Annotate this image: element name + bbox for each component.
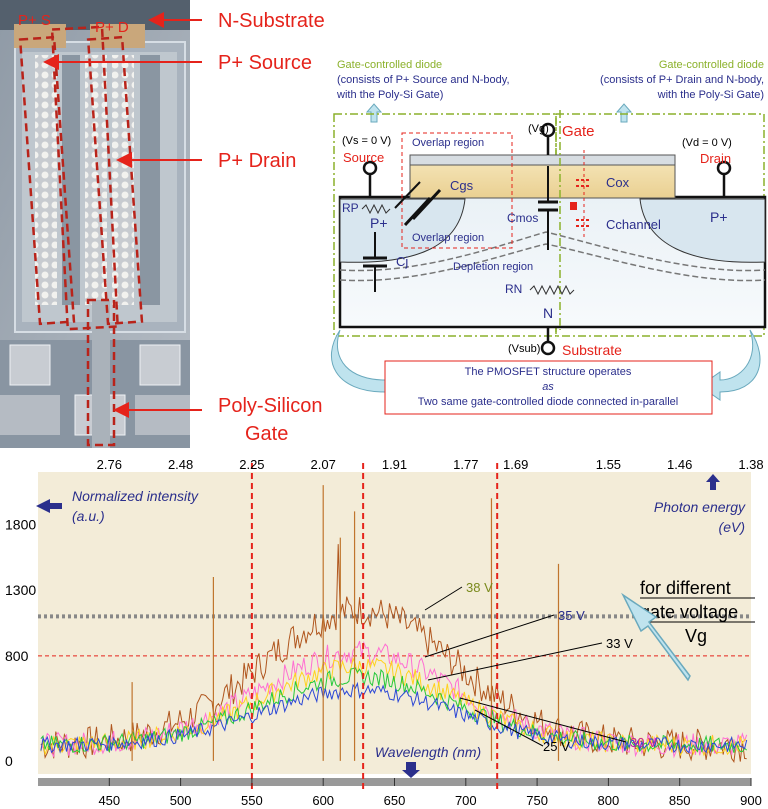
series-line-30v bbox=[40, 667, 748, 754]
n-substrate-label: N-Substrate bbox=[218, 10, 325, 32]
gcd-left-title: Gate-controlled diode bbox=[337, 59, 442, 71]
ytick-label: 800 bbox=[5, 648, 29, 664]
toptick-label: 1.77 bbox=[453, 457, 478, 472]
left-arrow-icon bbox=[36, 499, 62, 513]
pmosfet-diagram: Gate-controlled diode (consists of P+ So… bbox=[330, 50, 768, 420]
vsub-label: (Vsub) bbox=[508, 343, 540, 355]
pd-label: P+ D bbox=[95, 19, 129, 36]
overlap-top: Overlap region bbox=[412, 137, 484, 149]
xtick-label: 450 bbox=[98, 793, 120, 808]
gate-label-photo: Gate bbox=[245, 423, 288, 445]
xtick-label: 600 bbox=[312, 793, 334, 808]
xtick-label: 900 bbox=[740, 793, 762, 808]
gcd-right-title: Gate-controlled diode bbox=[659, 59, 764, 71]
leader-line bbox=[424, 614, 555, 658]
toptick-label: 2.48 bbox=[168, 457, 193, 472]
toptick-label: 1.55 bbox=[596, 457, 621, 472]
down-arrow-icon bbox=[402, 762, 420, 778]
series-label: 35 V bbox=[558, 608, 585, 623]
series-line-35v bbox=[40, 640, 748, 759]
cchannel-label: Cchannel bbox=[606, 217, 661, 232]
ps-label: P+ S bbox=[18, 12, 51, 29]
toptick-label: 1.91 bbox=[382, 457, 407, 472]
depletion-label: Depletion region bbox=[453, 261, 533, 273]
x2label-2: (eV) bbox=[719, 519, 745, 535]
vd-label: (Vd = 0 V) bbox=[682, 137, 732, 149]
leader-line bbox=[427, 642, 603, 681]
toptick-label: 2.07 bbox=[311, 457, 336, 472]
series-label: 25 V bbox=[543, 739, 570, 754]
gcd-left-desc2: with the Poly-Si Gate) bbox=[336, 89, 443, 101]
plot-area bbox=[38, 472, 751, 774]
p-drain-label: P+ Drain bbox=[218, 150, 296, 172]
pplus-left: P+ bbox=[370, 215, 388, 231]
toptick-label: 2.25 bbox=[239, 457, 264, 472]
source-label: Source bbox=[343, 150, 384, 165]
series-label: 33 V bbox=[606, 636, 633, 651]
xtick-label: 550 bbox=[241, 793, 263, 808]
cox-label: Cox bbox=[606, 175, 630, 190]
series-label: 38 V bbox=[466, 580, 493, 595]
drain-label: Drain bbox=[700, 151, 731, 166]
toptick-label: 1.38 bbox=[738, 457, 763, 472]
ylabel-2: (a.u.) bbox=[72, 508, 105, 524]
gcd-left-desc1: (consists of P+ Source and N-body, bbox=[337, 74, 510, 86]
toptick-label: 1.46 bbox=[667, 457, 692, 472]
rp-label: RP bbox=[342, 201, 359, 215]
ytick-label: 1300 bbox=[5, 582, 36, 598]
ytick-label: 0 bbox=[5, 753, 13, 769]
xlabel: Wavelength (nm) bbox=[375, 744, 481, 760]
cgs-label: Cgs bbox=[450, 178, 474, 193]
series-line-33v bbox=[40, 656, 747, 757]
emission-spectrum-chart: 0 800 1300 1800 450 500 550 600 650 700 750 800 850 9… bbox=[0, 448, 768, 809]
ylabel-1: Normalized intensity bbox=[72, 488, 199, 504]
series-label: 30 V bbox=[630, 735, 657, 750]
chip-micrograph: P+ S P+ D bbox=[0, 0, 190, 460]
annotation-line2: gate voltage bbox=[640, 602, 738, 622]
poly-silicon-label: Poly-Silicon bbox=[218, 395, 322, 417]
rn-label: RN bbox=[505, 282, 522, 296]
annotation-line1: for different bbox=[640, 578, 731, 598]
xtick-label: 850 bbox=[669, 793, 691, 808]
xtick-label: 650 bbox=[384, 793, 406, 808]
leader-line bbox=[474, 709, 544, 747]
ytick-label: 1800 bbox=[5, 517, 36, 533]
annotation-line3: Vg bbox=[685, 626, 707, 646]
pplus-right: P+ bbox=[710, 209, 728, 225]
leader-line bbox=[459, 697, 627, 743]
gcd-right-desc1: (consists of P+ Drain and N-body, bbox=[600, 74, 764, 86]
overlap-bottom: Overlap region bbox=[412, 232, 484, 244]
xtick-label: 500 bbox=[170, 793, 192, 808]
n-label: N bbox=[543, 305, 553, 321]
increase-arrow-icon bbox=[621, 592, 691, 682]
vg-label: (Vg) bbox=[528, 123, 549, 135]
xtick-label: 700 bbox=[455, 793, 477, 808]
p-source-label: P+ Source bbox=[218, 52, 312, 74]
substrate-label: Substrate bbox=[562, 342, 622, 358]
xtick-label: 750 bbox=[526, 793, 548, 808]
up-arrow-icon bbox=[706, 474, 720, 490]
cmos-label: Cmos bbox=[507, 211, 538, 225]
toptick-label: 1.69 bbox=[503, 457, 528, 472]
series-line-25v bbox=[40, 681, 748, 754]
toptick-label: 2.76 bbox=[97, 457, 122, 472]
gcd-right-desc2: with the Poly-Si Gate) bbox=[657, 89, 764, 101]
leader-line bbox=[424, 586, 463, 611]
bottom-line1: The PMOSFET structure operates bbox=[465, 366, 632, 378]
xtick-label: 800 bbox=[598, 793, 620, 808]
gate-label: Gate bbox=[562, 123, 595, 140]
bottom-line2: as bbox=[542, 381, 554, 393]
vs-label: (Vs = 0 V) bbox=[342, 135, 391, 147]
x2label-1: Photon energy bbox=[654, 499, 746, 515]
cj-label: Cj bbox=[396, 254, 408, 269]
bottom-line3: Two same gate-controlled diode connected… bbox=[418, 396, 679, 408]
